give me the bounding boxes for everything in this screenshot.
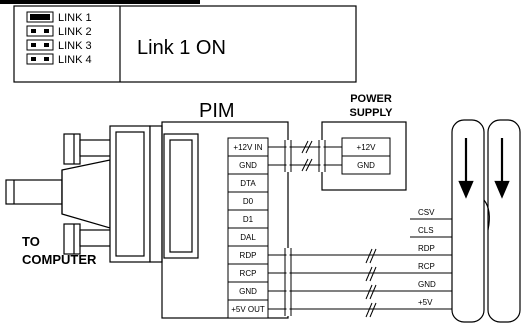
pim-pin-3: DTA (240, 179, 256, 188)
pim-pin-2: GND (239, 161, 257, 170)
pim-title: PIM (199, 100, 235, 122)
jumper-link-3-icon (26, 39, 54, 51)
jumper-link-4-icon (26, 53, 54, 65)
pim-module: PIM (161, 100, 289, 319)
jumper-table-border (13, 5, 357, 83)
reader-signal-5v: +5V (418, 298, 433, 307)
db-connector-icon (5, 125, 199, 263)
computer-label-line1: TO (22, 234, 40, 249)
jumper-label-1: LINK 1 (58, 12, 92, 24)
pim-box (161, 121, 289, 319)
pim-pin-10: +5V OUT (231, 305, 265, 314)
pim-pin-boxes (227, 137, 269, 319)
power-supply-title-line2: SUPPLY (349, 107, 393, 119)
pim-pin-6: DAL (240, 233, 256, 242)
power-wires (268, 140, 342, 172)
jumper-link-2-icon (26, 25, 54, 37)
jumper-status: Link 1 ON (137, 37, 226, 59)
reader-signal-cls: CLS (418, 226, 434, 235)
reader-signal-gnd: GND (418, 280, 436, 289)
pim-pin-9: GND (239, 287, 257, 296)
jumper-label-3: LINK 3 (58, 40, 92, 52)
jumper-label-2: LINK 2 (58, 26, 92, 38)
power-supply-pin-2: GND (357, 161, 375, 170)
pim-pin-7: RDP (240, 251, 257, 260)
pim-pin-4: D0 (243, 197, 254, 206)
pim-pin-8: RCP (240, 269, 257, 278)
card-swipe-arrow-icon (458, 138, 510, 199)
power-supply-title-line1: POWER (350, 93, 392, 105)
reader-signal-csv: CSV (418, 208, 435, 217)
power-supply-pin-1: +12V (357, 143, 377, 152)
jumper-table: LINK 1 LINK 2 LINK 3 LINK 4 Link 1 ON (13, 5, 357, 83)
pim-pin-1: +12V IN (233, 143, 262, 152)
reader-signal-rdp: RDP (418, 244, 435, 253)
power-supply: POWER SUPPLY +12V GND (321, 93, 407, 191)
reader-wires (268, 218, 452, 318)
jumper-label-4: LINK 4 (58, 54, 92, 66)
card-reader (451, 119, 521, 323)
reader-signal-rcp: RCP (418, 262, 435, 271)
top-header-strip (0, 0, 200, 4)
pim-pin-5: D1 (243, 215, 254, 224)
jumper-link-1-icon (26, 11, 54, 23)
computer-label-line2: COMPUTER (22, 252, 97, 267)
